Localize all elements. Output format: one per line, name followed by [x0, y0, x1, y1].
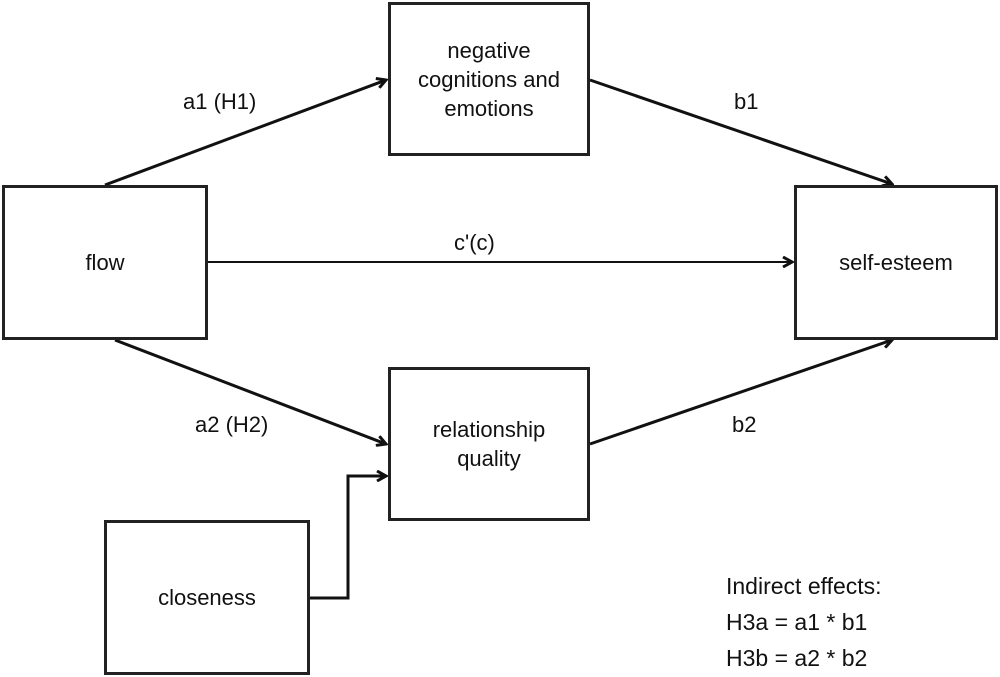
arrow-relationship-to-self-esteem [589, 340, 892, 446]
path-label-a2: a2 (H2) [195, 412, 269, 437]
node-relationship-quality-label: relationship quality [432, 417, 546, 471]
indirect-effect-h3b: H3b = a2 * b2 [726, 645, 868, 671]
path-label-c: c'(c) [454, 230, 495, 255]
node-flow: flow [2, 185, 208, 340]
arrow-flow-to-negative [104, 80, 386, 187]
path-label-b2: b2 [732, 412, 757, 437]
arrow-flow-to-relationship [114, 338, 386, 444]
path-label-a1: a1 (H1) [183, 89, 257, 114]
node-self-esteem: self-esteem [794, 185, 998, 340]
indirect-effects-legend: Indirect effects: H3a = a1 * b1 H3b = a2… [726, 568, 882, 676]
node-negative-cognitions-label: negative cognitions and emotions [418, 37, 560, 121]
arrow-closeness-to-relationship [310, 476, 386, 600]
node-negative-cognitions: negative cognitions and emotions [388, 2, 590, 156]
node-self-esteem-label: self-esteem [839, 250, 953, 275]
node-relationship-quality: relationship quality [388, 367, 590, 521]
node-flow-label: flow [85, 250, 125, 275]
arrow-negative-to-self-esteem [589, 78, 892, 184]
path-label-b1: b1 [734, 89, 759, 114]
node-closeness: closeness [104, 520, 310, 675]
node-closeness-label: closeness [158, 585, 256, 610]
indirect-effect-h3a: H3a = a1 * b1 [726, 609, 868, 635]
indirect-effects-title: Indirect effects: [726, 573, 882, 599]
